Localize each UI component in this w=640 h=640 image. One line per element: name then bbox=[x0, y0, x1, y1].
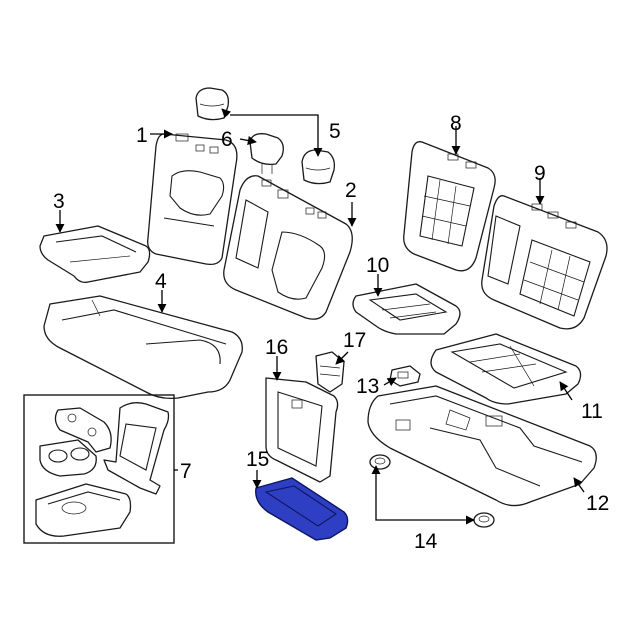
callout-6: 6 bbox=[221, 128, 233, 151]
callout-1: 1 bbox=[136, 124, 148, 147]
part-16-storage-frame bbox=[265, 377, 339, 483]
callout-7: 7 bbox=[180, 460, 192, 483]
callout-11: 11 bbox=[581, 400, 603, 423]
callout-13: 13 bbox=[356, 375, 379, 398]
callout-4: 4 bbox=[155, 270, 167, 293]
part-13-clip bbox=[389, 365, 421, 387]
callout-15: 15 bbox=[246, 448, 269, 471]
callout-3: 3 bbox=[53, 190, 65, 213]
callout-16: 16 bbox=[265, 336, 288, 359]
part-2-seat-back-right bbox=[223, 175, 353, 320]
part-9-seat-back-frame-right bbox=[481, 195, 608, 330]
part-10-cushion-frame bbox=[352, 283, 461, 335]
callout-17: 17 bbox=[343, 329, 366, 352]
callout-14: 14 bbox=[414, 530, 438, 553]
part-14-grommet-top bbox=[369, 454, 391, 470]
part-12-seat-base bbox=[367, 385, 597, 507]
part-15-storage-tray bbox=[255, 477, 349, 541]
part-7-armrest-group bbox=[23, 394, 175, 544]
part-3-cushion-pad bbox=[39, 225, 151, 284]
part-8-seat-back-frame bbox=[403, 141, 496, 272]
part-17-latch bbox=[315, 351, 345, 393]
part-4-seat-cushion bbox=[43, 295, 243, 400]
callout-9: 9 bbox=[534, 162, 546, 185]
callout-8: 8 bbox=[450, 112, 462, 135]
part-14-grommet-bottom bbox=[473, 512, 495, 528]
part-11-cushion-frame bbox=[430, 333, 582, 405]
part-5-headrest-right bbox=[301, 149, 336, 185]
callout-2: 2 bbox=[345, 179, 357, 202]
part-1-seat-back-left bbox=[147, 133, 238, 266]
callout-10: 10 bbox=[366, 254, 389, 277]
part-5-headrest-left bbox=[195, 87, 230, 121]
leader-lines bbox=[55, 108, 585, 525]
callout-12: 12 bbox=[586, 492, 609, 515]
callout-labels: 1 2 3 4 5 6 7 8 9 10 11 12 13 14 15 16 1… bbox=[53, 112, 609, 553]
part-6-headrest bbox=[249, 133, 284, 174]
callout-5: 5 bbox=[329, 120, 341, 143]
